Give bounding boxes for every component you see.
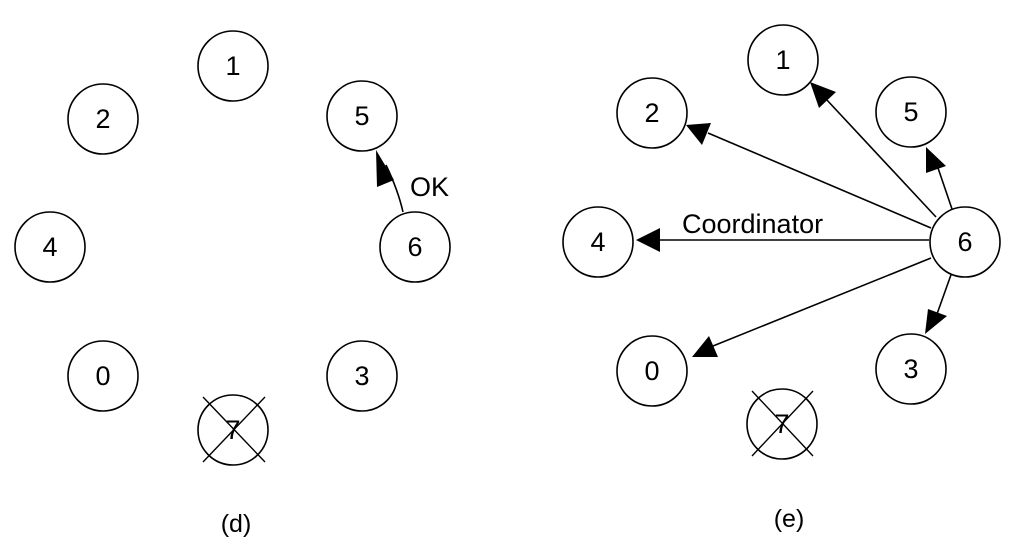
svg-text:3: 3 (354, 361, 369, 391)
node-e-1: 1 (747, 24, 819, 96)
node-d-2: 2 (67, 83, 139, 155)
node-d-5: 5 (326, 80, 398, 152)
edge-label-coordinator: Coordinator (682, 209, 823, 239)
node-e-6: 6 (929, 206, 1001, 278)
svg-text:6: 6 (407, 232, 422, 262)
svg-text:2: 2 (95, 104, 110, 134)
edge-e-6-to-0 (692, 257, 932, 357)
caption-d: (d) (221, 510, 252, 538)
edge-e-6-to-3 (925, 271, 953, 334)
svg-text:5: 5 (903, 97, 918, 127)
node-e-4: 4 (562, 206, 634, 278)
svg-text:4: 4 (590, 227, 605, 257)
panel-d: OK 1 2 5 4 6 0 3 (14, 30, 451, 538)
edge-e-6-to-1 (810, 82, 937, 218)
svg-text:5: 5 (354, 101, 369, 131)
edge-label-ok: OK (410, 172, 449, 202)
node-d-6: 6 (379, 211, 451, 283)
node-e-0: 0 (616, 335, 688, 407)
edge-d-6-to-5: OK (376, 150, 449, 213)
svg-text:1: 1 (225, 51, 240, 81)
edge-e-6-to-2 (686, 123, 932, 229)
edge-e-6-to-5 (926, 147, 953, 210)
node-d-4: 4 (14, 211, 86, 283)
node-e-7-crashed: 7 (746, 388, 818, 460)
svg-text:6: 6 (957, 227, 972, 257)
svg-text:2: 2 (644, 98, 659, 128)
node-e-2: 2 (616, 77, 688, 149)
svg-text:1: 1 (775, 45, 790, 75)
edge-e-6-to-4: Coordinator (636, 209, 929, 252)
node-d-3: 3 (326, 340, 398, 412)
caption-e: (e) (774, 505, 805, 533)
node-d-1: 1 (197, 30, 269, 102)
node-e-5: 5 (875, 76, 947, 148)
node-d-7-crashed: 7 (197, 394, 269, 466)
svg-text:0: 0 (644, 356, 659, 386)
node-d-0: 0 (67, 340, 139, 412)
node-e-3: 3 (875, 333, 947, 405)
svg-text:0: 0 (95, 361, 110, 391)
svg-text:3: 3 (903, 354, 918, 384)
panel-e: Coordinator 1 2 5 4 6 (562, 24, 1001, 533)
svg-text:4: 4 (42, 232, 57, 262)
